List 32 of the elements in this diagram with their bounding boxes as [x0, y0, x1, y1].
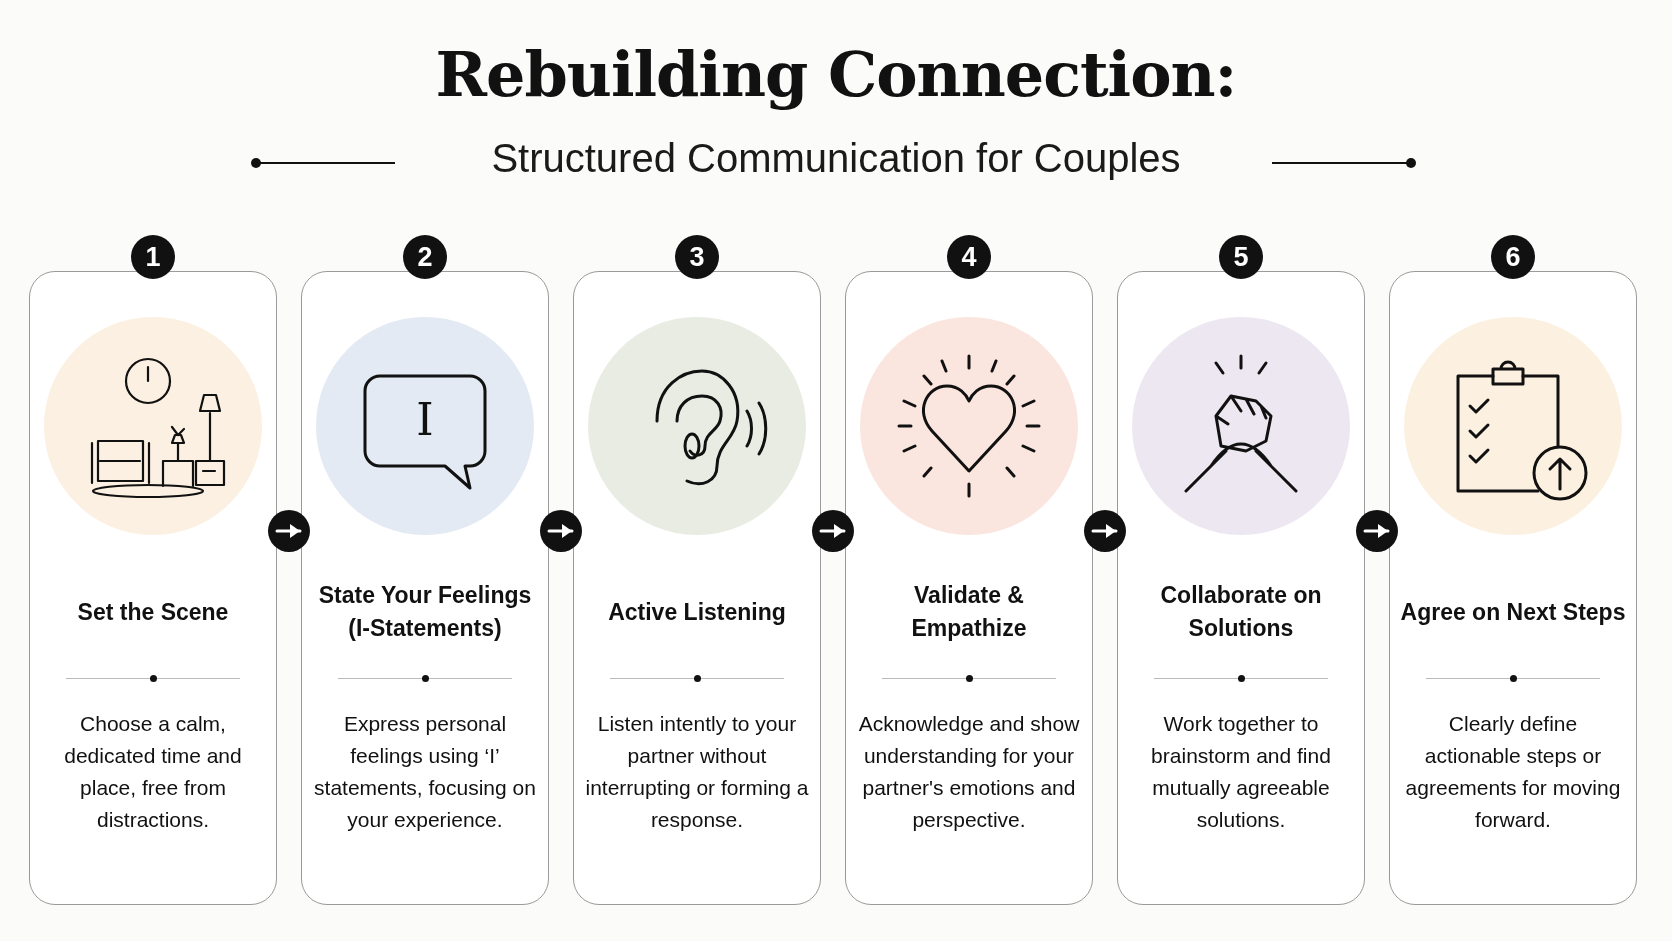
step-heading: Agree on Next Steps	[1399, 597, 1627, 627]
step-card	[845, 271, 1093, 905]
step-description: Clearly define actionable steps or agreements for moving forward.	[1404, 711, 1622, 833]
title: Rebuilding Connection:	[434, 38, 1238, 111]
number-badge: 1	[131, 235, 175, 279]
step-card	[1389, 271, 1637, 905]
step-heading: Active Listening	[607, 597, 787, 627]
subtitle: Structured Communication for Couples	[490, 136, 1182, 181]
number-badge: 4	[947, 235, 991, 279]
step-description: Work together to brainstorm and find mutually agreeable solutions.	[1150, 711, 1332, 833]
step-description: Express personal feelings using ‘I’ statements, focusing on your experience.	[313, 711, 537, 833]
number-badge: 5	[1219, 235, 1263, 279]
arrow	[1363, 524, 1390, 538]
arrow	[819, 524, 846, 538]
step-heading: Set the Scene	[76, 597, 230, 627]
number-badge: 2	[403, 235, 447, 279]
number-badge: 6	[1491, 235, 1535, 279]
arrow	[547, 524, 574, 538]
letter-label: I	[416, 394, 434, 446]
step-card	[1117, 271, 1365, 905]
step-description: Acknowledge and show understanding for your partner's emotions and perspective.	[857, 711, 1081, 833]
step-description: Choose a calm, dedicated time and place, free from distractions.	[63, 711, 243, 833]
step-description: Listen intently to your partner without interrupting or forming a response.	[584, 711, 810, 833]
step-heading: Validate & Empathize	[910, 581, 1028, 643]
step-card	[29, 271, 277, 905]
step-card	[301, 271, 549, 905]
arrow	[275, 524, 302, 538]
number-badge: 3	[675, 235, 719, 279]
step-heading: Collaborate on Solutions	[1159, 581, 1323, 643]
step-heading: State Your Feelings (I-Statements)	[317, 581, 533, 643]
arrow	[1091, 524, 1118, 538]
step-card	[573, 271, 821, 905]
